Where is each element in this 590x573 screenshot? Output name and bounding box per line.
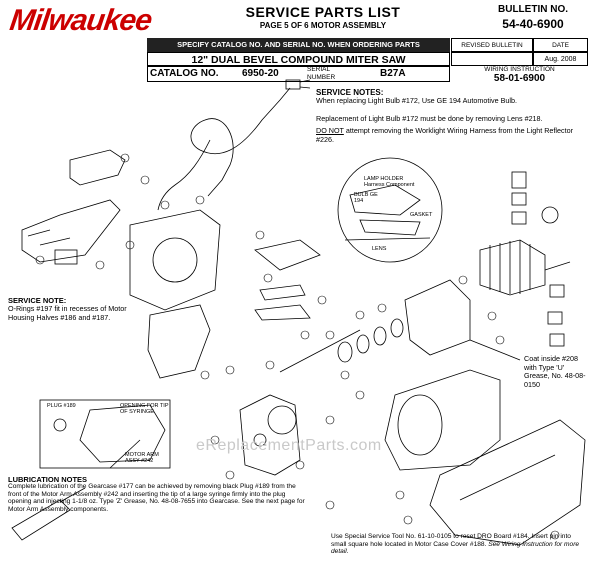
field-coil [404,279,471,356]
specify-bar: SPECIFY CATALOG NO. AND SERIAL NO. WHEN … [147,38,450,52]
tool-note-text: Use Special Service Tool No. 61-10-0105 … [331,533,571,548]
lubrication-body: Complete lubrication of the Gearcase #17… [8,483,305,513]
motor-housing-half [129,209,221,311]
lamp-label-lens: LENS [372,246,387,252]
gearcase [239,394,301,476]
syringe [11,499,71,541]
lamp-detail-circle [337,157,443,263]
lubrication-inset [39,399,171,469]
model-title: 12" DUAL BEVEL COMPOUND MITER SAW [147,52,450,66]
lamp-label-holder: LAMP HOLDER Harness Component [364,176,415,188]
serial-number: B27A [380,68,406,79]
plug [285,79,301,90]
inset-label-motor-arm: MOTOR ARM ASSY #242 [125,452,159,464]
date-value: Aug. 2008 [533,52,588,66]
wiring-label: WIRING INSTRUCTION [484,66,555,73]
revised-bulletin-value [451,52,533,66]
coat-note: Coat inside #208 with Type 'U' Grease, N… [524,354,586,389]
motor-shaft [279,329,361,373]
lubrication-title: LUBRICATION NOTES [8,475,88,484]
service-note-1: When replacing Light Bulb #172, Use GE 1… [316,96,517,105]
tool-note: Use Special Service Tool No. 61-10-0105 … [331,533,587,556]
left-service-note-title: SERVICE NOTE: [8,296,67,305]
motor-case-cover [429,419,586,546]
catalog-label: CATALOG NO. [150,68,219,79]
gearcase-half [147,304,211,379]
service-notes-title: SERVICE NOTES: [316,88,384,97]
watermark: eReplacementParts.com [196,437,382,454]
serial-label: SERIAL NUMBER [307,66,335,82]
lamp-label-gasket: GASKET [410,212,433,218]
catalog-row [147,66,450,82]
page-title: SERVICE PARTS LIST [245,4,401,20]
service-note-3-text: attempt removing the Worklight Wiring Ha… [316,126,573,144]
inset-label-plug: PLUG #189 [47,403,76,409]
catalog-number: 6950-20 [242,68,279,79]
motor-case [384,369,501,471]
service-note-2: Replacement of Light Bulb #172 must be d… [316,114,543,123]
bulletin-label: BULLETIN NO. [498,4,568,15]
serial-label-line1: SERIAL [307,66,331,73]
date-label: DATE [533,38,588,52]
inset-label-opening: OPENING FOR TIP OF SYRINGE [120,403,169,415]
bulletin-number: 54-40-6900 [502,17,564,31]
left-service-note-body: O-Rings #197 fit in recesses of Motor Ho… [8,304,127,322]
lamp-label-bulb: BULB GE 194 [354,192,378,204]
power-cord-loop [157,139,211,211]
service-note-3: DO NOT attempt removing the Worklight Wi… [316,126,586,144]
page-subtitle: PAGE 5 OF 6 MOTOR ASSEMBLY [259,21,387,30]
handle-assembly [69,149,126,186]
tool-note-italic: See Wiring Instruction for more detail. [331,540,580,556]
power-cord [190,87,291,197]
revised-bulletin-label: REVISED BULLETIN [451,38,533,52]
service-note-3-warning: DO NOT [316,126,344,135]
serial-label-line2: NUMBER [307,74,336,81]
wiring-number: 58-01-6900 [493,73,546,84]
